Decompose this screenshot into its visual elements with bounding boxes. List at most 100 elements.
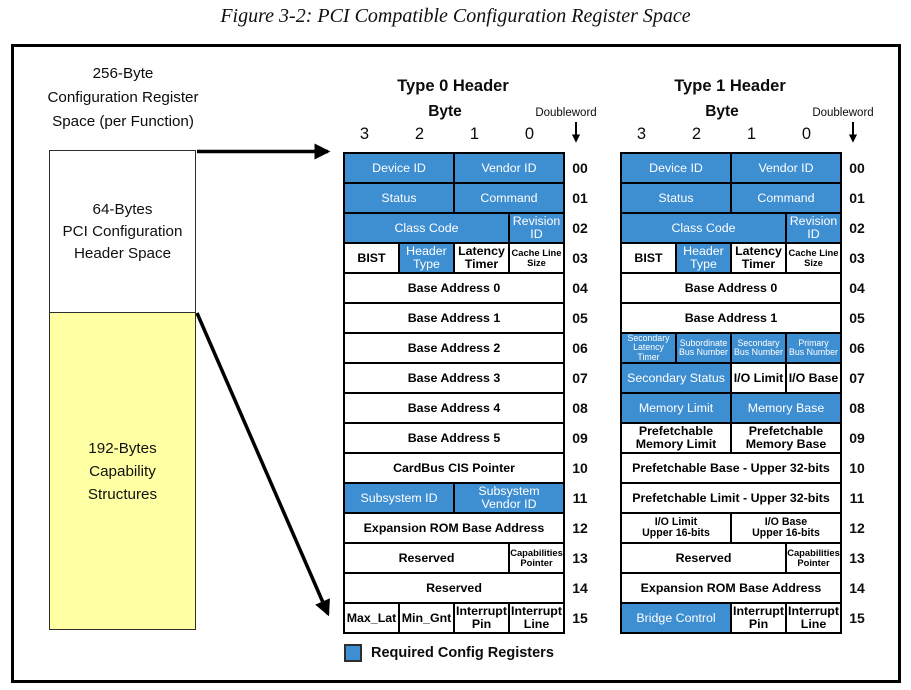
doubleword-number-type0-07: 07	[572, 370, 588, 386]
register-cell: Subordinate Bus Number	[676, 333, 731, 363]
register-cell: Min_Gnt	[399, 603, 454, 633]
register-cell: Class Code	[621, 213, 786, 243]
doubleword-number-type1-02: 02	[849, 220, 865, 236]
figure-title: Figure 3-2: PCI Compatible Configuration…	[220, 5, 691, 27]
register-cell: Primary Bus Number	[786, 333, 841, 363]
register-cell: Secondary Status	[621, 363, 731, 393]
register-row-type0-04: Base Address 0	[344, 273, 564, 303]
doubleword-number-type1-09: 09	[849, 430, 865, 446]
doubleword-number-type0-10: 10	[572, 460, 588, 476]
register-cell: Class Code	[344, 213, 509, 243]
register-cell: Expansion ROM Base Address	[344, 513, 564, 543]
byte-number-type1-3: 3	[636, 125, 647, 143]
register-cell: Subsystem ID	[344, 483, 454, 513]
doubleword-number-type0-15: 15	[572, 610, 588, 626]
register-row-type1-04: Base Address 0	[621, 273, 841, 303]
doubleword-number-type1-13: 13	[849, 550, 865, 566]
register-cell: I/O Limit	[731, 363, 786, 393]
register-cell: I/O Base Upper 16-bits	[731, 513, 841, 543]
register-cell: Cache Line Size	[786, 243, 841, 273]
doubleword-number-type0-00: 00	[572, 160, 588, 176]
register-cell: Status	[344, 183, 454, 213]
doubleword-number-type0-13: 13	[572, 550, 588, 566]
register-cell: BIST	[621, 243, 676, 273]
table-title-type0: Type 0 Header	[397, 77, 509, 95]
register-cell: Expansion ROM Base Address	[621, 573, 841, 603]
register-cell: I/O Base	[786, 363, 841, 393]
doubleword-number-type1-10: 10	[849, 460, 865, 476]
byte-header-label-type1: Byte	[705, 103, 739, 120]
doubleword-number-type1-15: 15	[849, 610, 865, 626]
register-cell: Base Address 1	[344, 303, 564, 333]
register-cell: Memory Limit	[621, 393, 731, 423]
register-cell: Reserved	[621, 543, 786, 573]
register-cell: Memory Base	[731, 393, 841, 423]
doubleword-number-type1-11: 11	[849, 490, 865, 506]
register-cell: Command	[731, 183, 841, 213]
register-cell: Base Address 5	[344, 423, 564, 453]
register-row-type0-09: Base Address 5	[344, 423, 564, 453]
register-cell: CardBus CIS Pointer	[344, 453, 564, 483]
register-row-type0-10: CardBus CIS Pointer	[344, 453, 564, 483]
register-row-type1-14: Expansion ROM Base Address	[621, 573, 841, 603]
byte-header-label-type0: Byte	[428, 103, 462, 120]
config-space-caption: 256-Byte Configuration Register Space (p…	[47, 65, 199, 130]
doubleword-number-type1-07: 07	[849, 370, 865, 386]
doubleword-number-type1-14: 14	[849, 580, 865, 596]
doubleword-label-type1: Doubleword	[812, 107, 874, 119]
register-cell: Revision ID	[786, 213, 841, 243]
capability-structures-region: 192-Bytes Capability Structures	[50, 313, 195, 629]
register-cell: Base Address 0	[621, 273, 841, 303]
doubleword-number-type1-01: 01	[849, 190, 865, 206]
register-row-type0-06: Base Address 2	[344, 333, 564, 363]
register-cell: Status	[621, 183, 731, 213]
register-row-type0-07: Base Address 3	[344, 363, 564, 393]
doubleword-number-type0-11: 11	[572, 490, 588, 506]
doubleword-number-type1-08: 08	[849, 400, 865, 416]
doubleword-number-type1-03: 03	[849, 250, 865, 266]
byte-number-type0-0: 0	[524, 125, 535, 143]
register-cell: Header Type	[399, 243, 454, 273]
register-cell: Max_Lat	[344, 603, 399, 633]
byte-number-type0-2: 2	[414, 125, 425, 143]
legend-required-swatch	[344, 644, 362, 662]
register-cell: Reserved	[344, 573, 564, 603]
doubleword-number-type0-09: 09	[572, 430, 588, 446]
doubleword-number-type0-01: 01	[572, 190, 588, 206]
doubleword-number-type1-05: 05	[849, 310, 865, 326]
register-cell: Capabilities Pointer	[509, 543, 564, 573]
register-cell: Prefetchable Memory Limit	[621, 423, 731, 453]
register-cell: Latency Timer	[454, 243, 509, 273]
doubleword-number-type0-12: 12	[572, 520, 588, 536]
register-cell: Interrupt Pin	[454, 603, 509, 633]
register-cell: Base Address 4	[344, 393, 564, 423]
doubleword-number-type1-12: 12	[849, 520, 865, 536]
register-cell: Latency Timer	[731, 243, 786, 273]
register-row-type0-14: Reserved	[344, 573, 564, 603]
doubleword-number-type1-04: 04	[849, 280, 865, 296]
config-space-box: 64-Bytes PCI Configuration Header Space …	[49, 150, 196, 630]
doubleword-number-type0-08: 08	[572, 400, 588, 416]
register-cell: Secondary Bus Number	[731, 333, 786, 363]
doubleword-number-type0-04: 04	[572, 280, 588, 296]
register-cell: Vendor ID	[731, 153, 841, 183]
doubleword-label-type0: Doubleword	[535, 107, 597, 119]
register-cell: Secondary Latency Timer	[621, 333, 676, 363]
register-cell: Capabilities Pointer	[786, 543, 841, 573]
